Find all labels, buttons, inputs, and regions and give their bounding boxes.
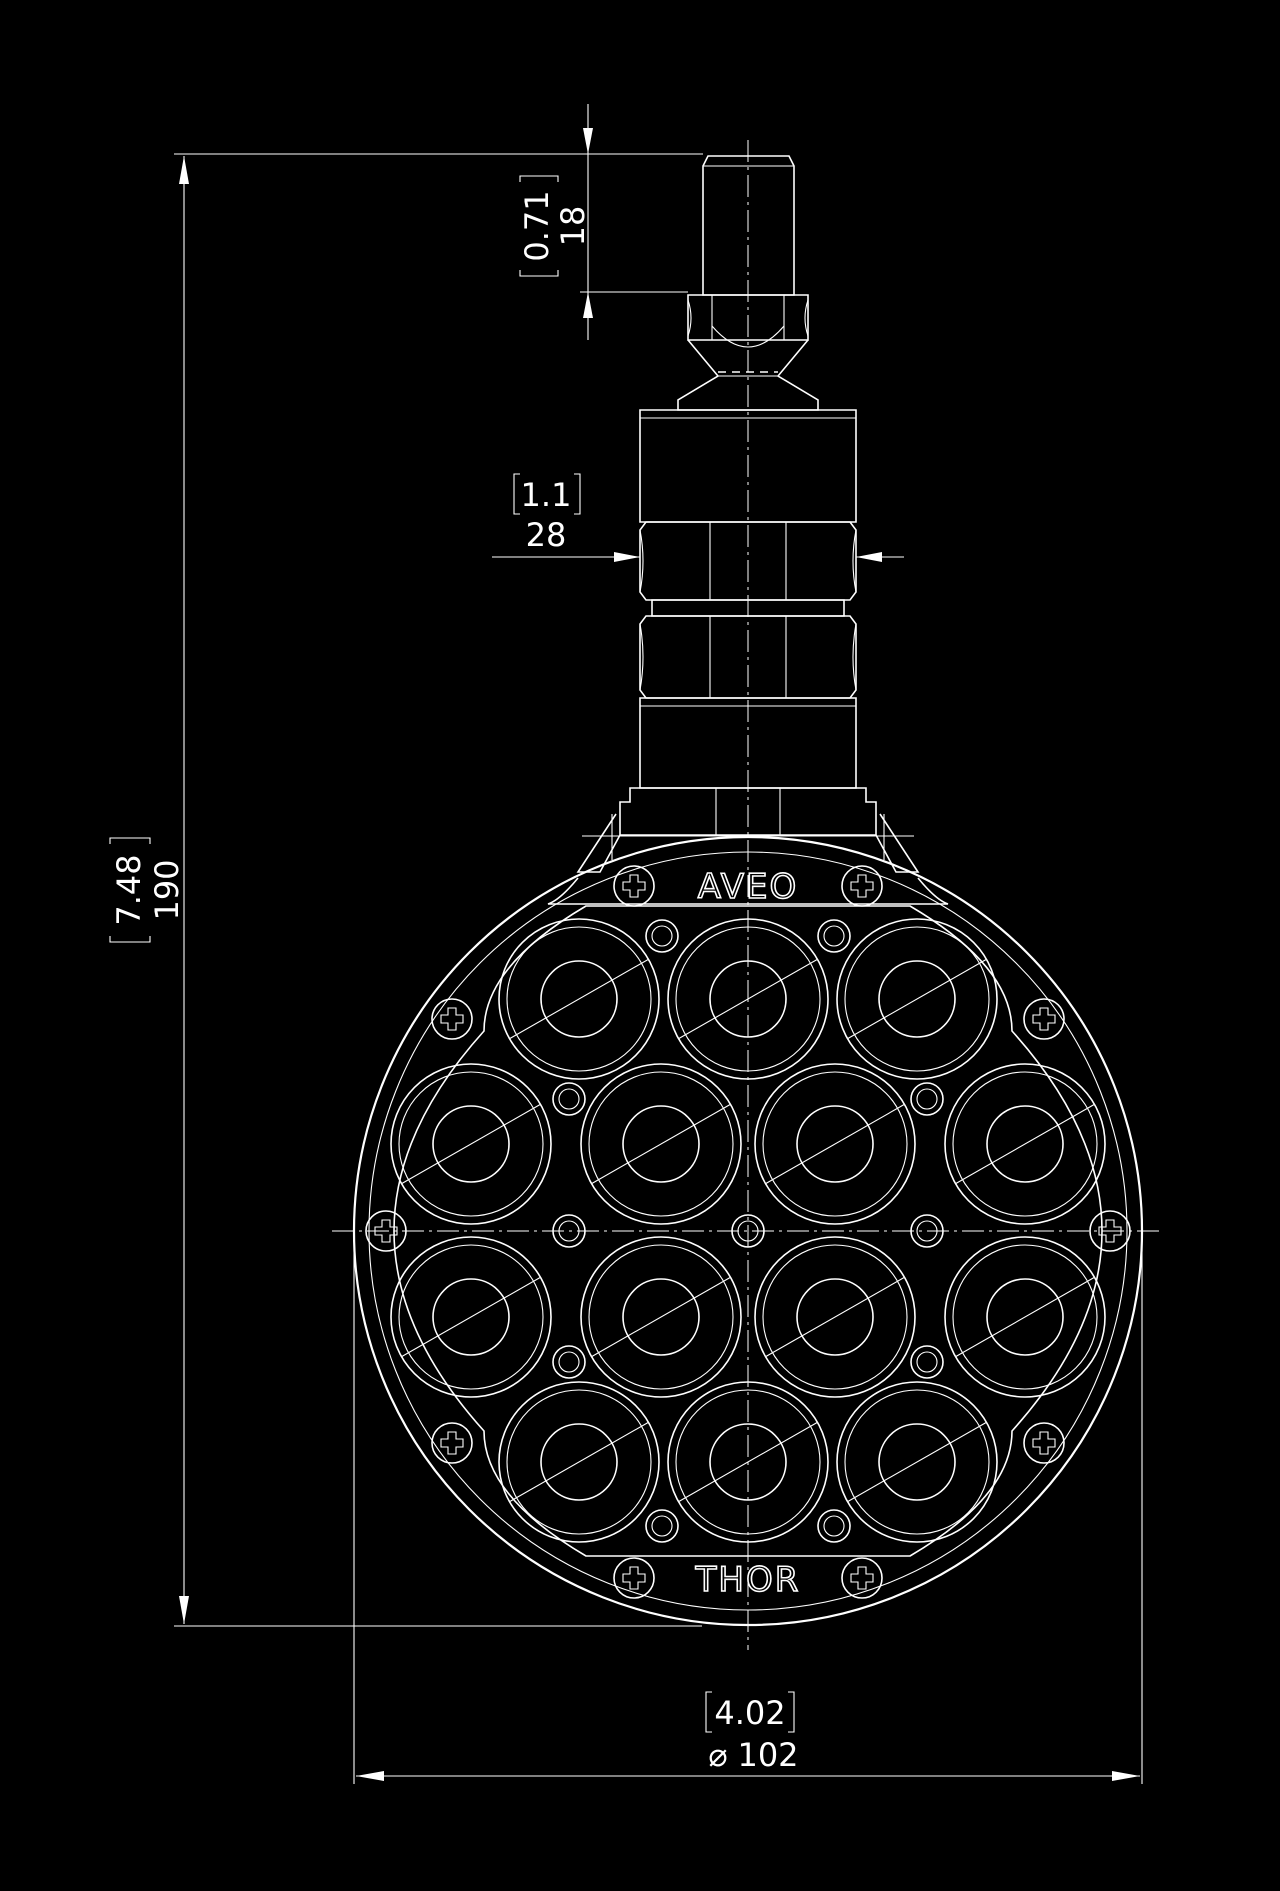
dimension-body-diameter: 4.02 ⌀ 102 — [353, 1231, 1143, 1784]
screw-icon — [431, 998, 473, 1040]
screw-icon — [613, 1557, 655, 1599]
mounting-post — [910, 1082, 944, 1116]
mounting-post — [910, 1345, 944, 1379]
speaker-cell — [836, 1381, 998, 1543]
dimension-overall-height: 7.48 190 — [109, 153, 703, 1627]
hex-flats-metric: 28 — [526, 516, 567, 554]
mounting-post — [552, 1345, 586, 1379]
speaker-cell — [498, 918, 660, 1080]
screw-icon — [613, 865, 655, 907]
speaker-cell — [754, 1236, 916, 1398]
dimension-hex-flats: 1.1 28 — [492, 473, 904, 562]
center-lines — [332, 140, 1164, 1650]
screw-icon — [841, 1557, 883, 1599]
speaker-cell — [944, 1236, 1106, 1398]
screw-icon — [431, 1422, 473, 1464]
diameter-symbol: ⌀ — [708, 1736, 727, 1774]
speaker-cell — [498, 1381, 660, 1543]
mounting-post — [645, 1509, 679, 1543]
screw-icon — [1023, 998, 1065, 1040]
mounting-post — [645, 919, 679, 953]
speaker-cell — [944, 1063, 1106, 1225]
stem-length-metric: 18 — [554, 206, 592, 247]
mounting-post — [817, 1509, 851, 1543]
body-diameter-metric: 102 — [737, 1736, 798, 1774]
mounting-post — [817, 919, 851, 953]
screw-icon — [1023, 1422, 1065, 1464]
speaker-cell — [390, 1063, 552, 1225]
screw-icon — [841, 865, 883, 907]
stem-assembly — [576, 155, 920, 873]
stem-length-imperial: 0.71 — [518, 190, 556, 261]
speaker-cell — [754, 1063, 916, 1225]
speaker-cell — [580, 1236, 742, 1398]
dimension-stem-length: 0.71 18 — [518, 104, 688, 340]
top-brand-label: AVEO — [698, 867, 799, 907]
overall-height-metric: 190 — [148, 859, 186, 920]
mounting-post — [552, 1082, 586, 1116]
speaker-cell — [390, 1236, 552, 1398]
speaker-cell — [580, 1063, 742, 1225]
bottom-brand-label: THOR — [695, 1560, 801, 1600]
body-diameter-imperial: 4.02 — [714, 1694, 785, 1732]
hex-flats-imperial: 1.1 — [521, 476, 572, 514]
speaker-cell — [836, 918, 998, 1080]
speaker-cells-group — [390, 918, 1106, 1543]
overall-height-imperial: 7.48 — [110, 854, 148, 925]
